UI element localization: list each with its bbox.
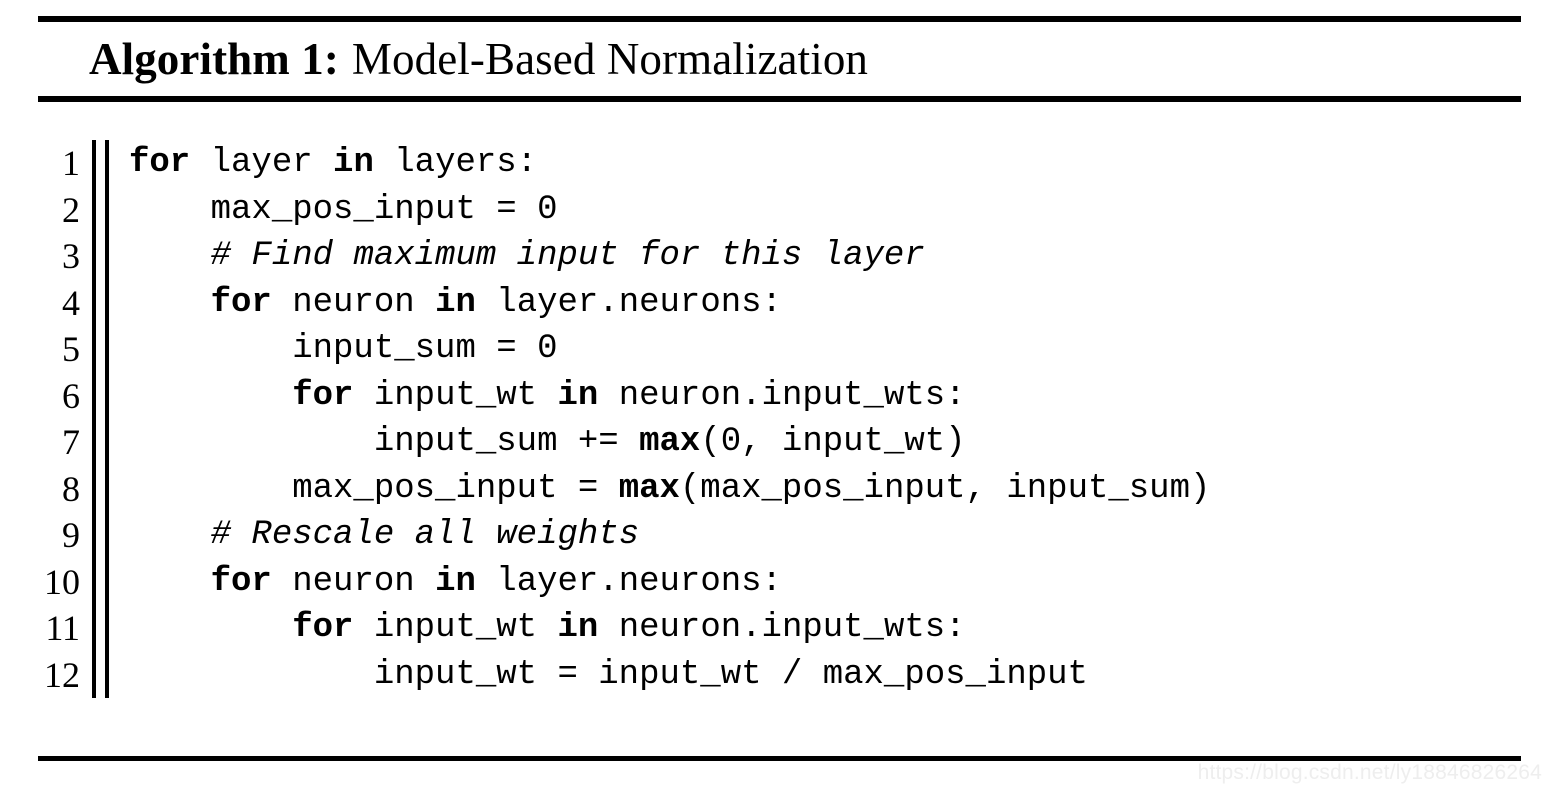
code-line-number: 5 [62,329,80,369]
code-line: 4 for neuron in layer.neurons: [38,280,1521,327]
code-line-text: max_pos_input = max(max_pos_input, input… [129,469,1211,508]
algorithm-caption: Algorithm 1: Model-Based Normalization [89,22,868,96]
code-line: 12 input_wt = input_wt / max_pos_input [38,652,1521,699]
code-line: 6 for input_wt in neuron.input_wts: [38,373,1521,420]
code-line: 1 for layer in layers: [38,140,1521,187]
pseudocode-listing: 1 for layer in layers: 2 max_pos_input = 0… [38,140,1521,698]
code-line-number: 8 [62,468,80,509]
code-line: 10 for neuron in layer.neurons: [38,559,1521,606]
code-line-text: for input_wt in neuron.input_wts: [292,609,966,647]
algorithm-caption-title: Model-Based Normalization [351,33,869,84]
code-line-number: 1 [62,143,80,183]
code-line-number: 2 [62,189,80,230]
rule-top [38,16,1521,22]
code-line: 3 # Find maximum input for this layer [38,233,1521,280]
code-line-text: for input_wt in neuron.input_wts: [292,376,966,415]
algorithm-caption-label: Algorithm 1: [89,33,339,84]
rule-middle [38,96,1521,102]
code-line: 5 input_sum = 0 [38,326,1521,373]
code-line-text: for neuron in layer.neurons: [210,562,782,601]
code-line-number: 11 [45,608,80,648]
code-line-number: 9 [62,515,80,555]
code-line: 11 for input_wt in neuron.input_wts: [38,605,1521,652]
code-line: 8 max_pos_input = max(max_pos_input, inp… [38,466,1521,513]
code-line-text: max_pos_input = 0 [129,190,558,229]
code-line-number: 6 [62,375,80,416]
code-line: 9 # Rescale all weights [38,512,1521,559]
code-line-text: input_sum = 0 [129,330,558,368]
code-line-number: 3 [62,236,80,276]
code-line-text: input_sum += max(0, input_wt) [129,423,966,461]
code-line-text: # Find maximum input for this layer [210,237,925,275]
code-line-number: 7 [62,422,80,462]
code-line: 2 max_pos_input = 0 [38,187,1521,234]
code-line: 7 input_sum += max(0, input_wt) [38,419,1521,466]
rule-bottom [38,756,1521,761]
code-line-text: # Rescale all weights [210,516,640,554]
code-line-text: input_wt = input_wt / max_pos_input [129,655,1088,694]
code-line-number: 12 [44,654,80,695]
code-line-text: for layer in layers: [129,144,538,182]
gutter-rule-inner [105,140,109,698]
algorithm-block: Algorithm 1: Model-Based Normalization 1… [38,0,1521,788]
code-line-number: 10 [44,561,80,602]
code-line-number: 4 [62,282,80,323]
gutter-rule-outer [92,140,96,698]
code-line-text: for neuron in layer.neurons: [210,283,782,322]
watermark: https://blog.csdn.net/ly18846826264 [1197,761,1542,784]
code-lines-container: 1 for layer in layers: 2 max_pos_input = 0… [38,140,1521,698]
